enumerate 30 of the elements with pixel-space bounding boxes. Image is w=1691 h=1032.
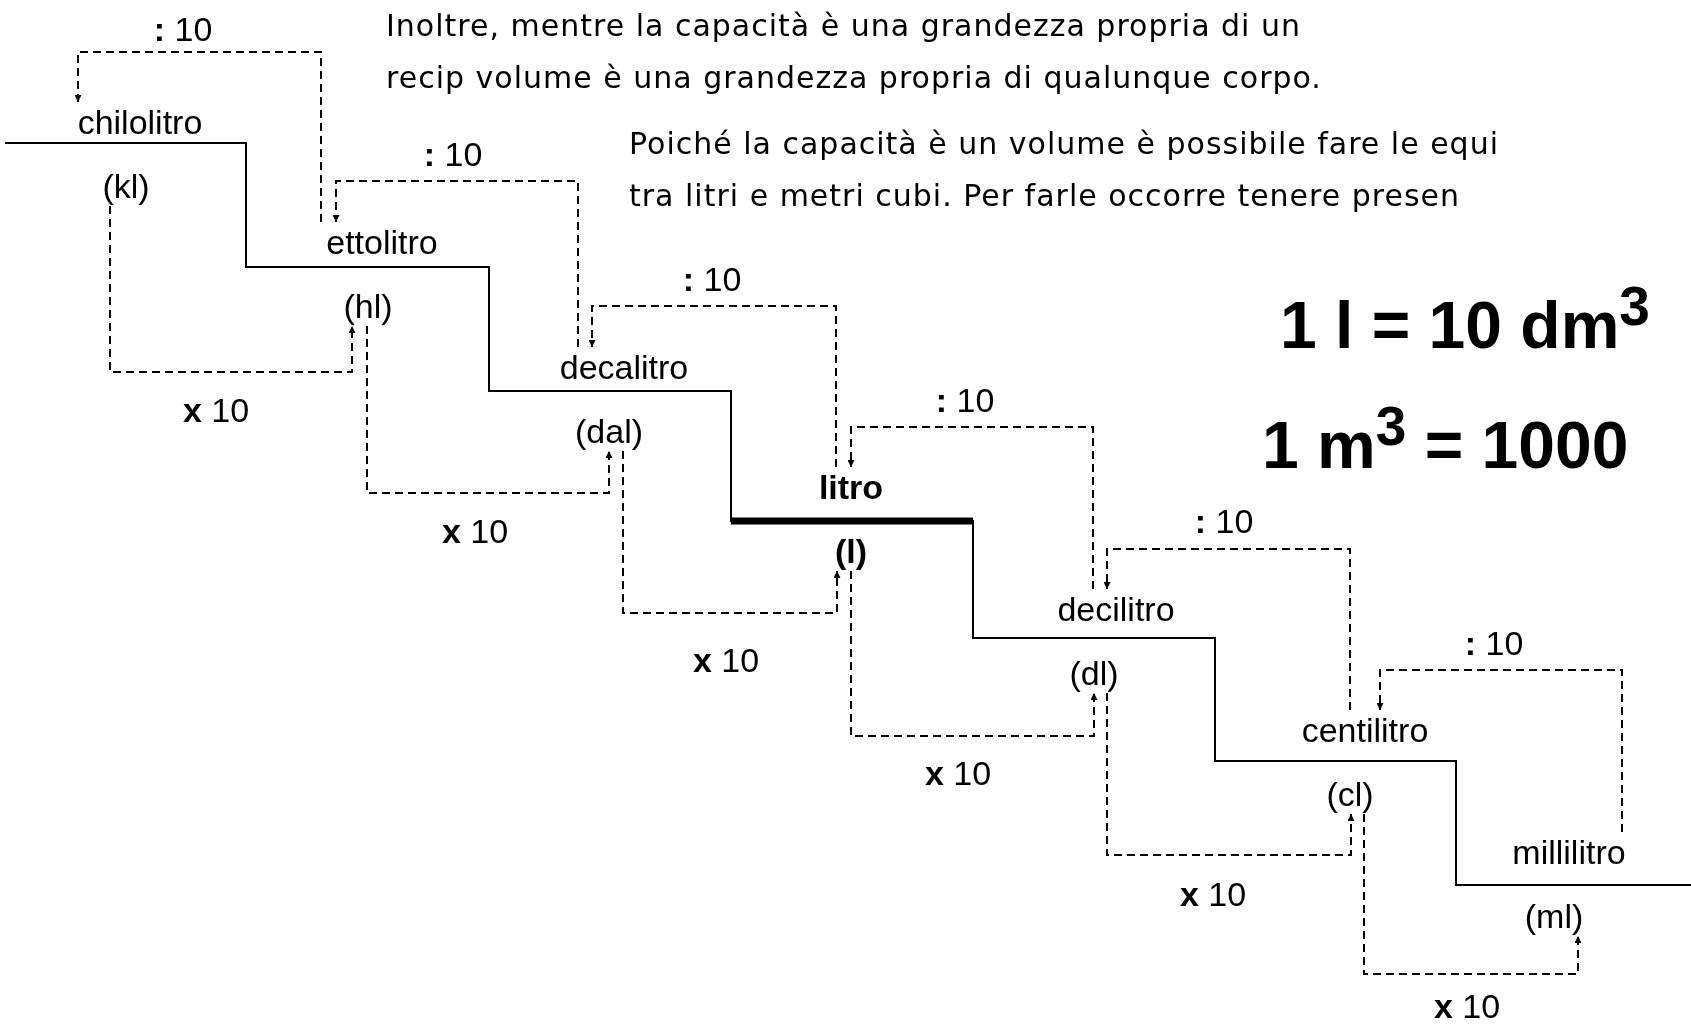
unit-name: ettolitro: [326, 222, 438, 262]
arrow: [850, 570, 1098, 737]
unit-symbol: (cl): [1326, 774, 1374, 814]
unit-symbol: (l): [834, 531, 868, 571]
unit-name: millilitro: [1512, 832, 1626, 872]
arrow: [74, 51, 322, 223]
unit-symbol: (ml): [1524, 896, 1584, 936]
arrow: [847, 426, 1094, 590]
formula: 1 m$^{3}$ = 1000: [1262, 394, 1629, 484]
unit-symbol: (kl): [102, 166, 150, 206]
arrow: [1103, 548, 1351, 711]
unit-symbol: (dl): [1069, 653, 1119, 693]
arrow: [109, 205, 356, 373]
arrow: [1363, 813, 1582, 975]
unit-name: litro: [818, 467, 884, 507]
arrow: [1106, 692, 1355, 856]
unit-symbol: (hl): [343, 286, 393, 326]
unit-name: chilolitro: [77, 102, 203, 142]
arrow: [332, 180, 579, 348]
unit-symbol: (dal): [575, 411, 643, 451]
unit-name: centilitro: [1301, 710, 1429, 750]
arrow: [588, 305, 837, 468]
unit-name: decalitro: [559, 347, 689, 387]
arrow: [1376, 669, 1623, 833]
arrow: [622, 450, 841, 614]
formula: 1 l = 10 dm$^{3}$: [1280, 274, 1650, 364]
unit-name: decilitro: [1057, 589, 1175, 629]
paragraph: Poiché la capacità è un volume è possibile fare le equi tra litri e metri cubi. Per farle occorre tenere presen: [629, 125, 1499, 215]
paragraph: Inoltre, mentre la capacità è una grandezza propria di un recip volume è una grandezza propria di qualunque corpo.: [386, 7, 1323, 97]
arrow: [366, 325, 613, 494]
